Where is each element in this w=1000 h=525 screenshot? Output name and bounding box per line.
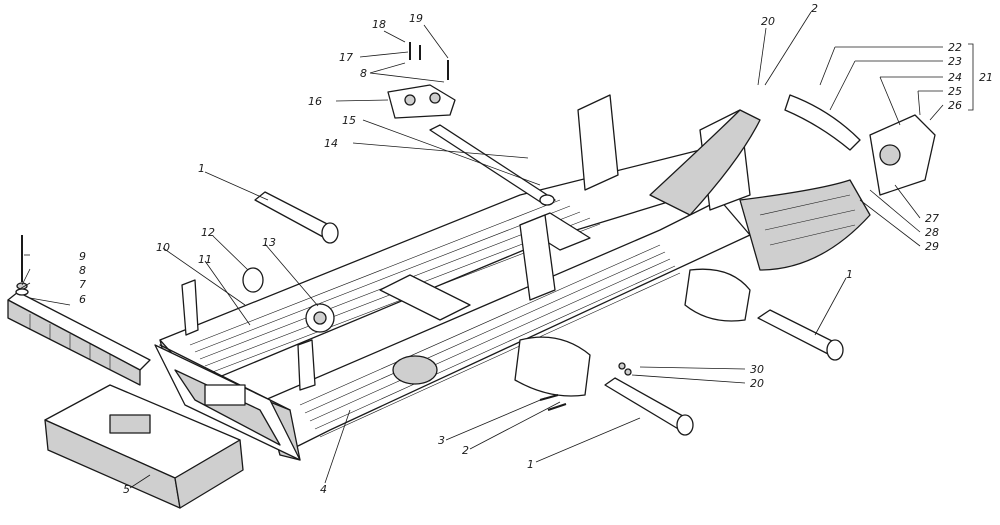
- label-25: 25: [948, 85, 962, 98]
- label-21: 21: [979, 71, 993, 84]
- label-1-right: 1: [846, 268, 853, 281]
- label-6: 6: [79, 293, 86, 306]
- label-5: 5: [123, 483, 130, 496]
- label-15: 15: [342, 114, 356, 127]
- pin-upper: [254, 191, 339, 244]
- label-17: 17: [339, 51, 353, 64]
- label-2-lower: 2: [462, 444, 469, 457]
- label-9: 9: [79, 250, 86, 263]
- label-7: 7: [79, 278, 86, 291]
- label-26: 26: [948, 99, 962, 112]
- ring-13: [305, 303, 335, 333]
- bolts-17-19: [409, 42, 449, 80]
- label-12: 12: [201, 226, 215, 239]
- axle-housing-front: [514, 336, 591, 397]
- bolt-9: [15, 235, 29, 296]
- axle-housing-rear: [684, 268, 751, 322]
- label-1-lower: 1: [527, 458, 534, 471]
- bolts-2-3: [539, 394, 567, 411]
- crossbar-14-15: [429, 124, 556, 206]
- label-30: 30: [750, 363, 764, 376]
- label-13: 13: [262, 236, 276, 249]
- callout-labels: 1 1 1 2 2 3 4 5 6 7 8 8 9 10 11 12 13 14…: [79, 2, 993, 496]
- rear-tube: [784, 94, 861, 151]
- label-22: 22: [948, 41, 962, 54]
- label-8-top: 8: [360, 67, 367, 80]
- pin-right: [757, 309, 844, 361]
- counterweight-5: [44, 384, 244, 509]
- label-29: 29: [925, 240, 939, 253]
- bolts-30-20: [618, 362, 632, 376]
- part-6-bar: [7, 291, 151, 386]
- pin-lower: [604, 377, 694, 436]
- label-2-top: 2: [811, 2, 818, 15]
- label-19: 19: [409, 12, 423, 25]
- front-box: [154, 344, 301, 461]
- label-28: 28: [925, 226, 939, 239]
- bushing-12: [242, 267, 264, 293]
- label-18: 18: [372, 18, 386, 31]
- bracket-16: [387, 84, 456, 119]
- label-24: 24: [948, 71, 962, 84]
- label-14: 14: [324, 137, 338, 150]
- label-20-top: 20: [761, 15, 775, 28]
- rear-mount-block: [869, 114, 936, 196]
- label-16: 16: [308, 95, 322, 108]
- frame-drawing: [7, 42, 936, 509]
- label-11: 11: [198, 253, 212, 266]
- label-8-left: 8: [79, 264, 86, 277]
- leader-lines: [17, 11, 974, 489]
- label-10: 10: [156, 241, 170, 254]
- label-20-lower: 20: [750, 377, 764, 390]
- label-27: 27: [925, 212, 939, 225]
- label-1-upper: 1: [198, 162, 205, 175]
- label-4: 4: [320, 483, 327, 496]
- rear-horns: [649, 109, 871, 271]
- label-3: 3: [438, 434, 445, 447]
- label-23: 23: [948, 55, 962, 68]
